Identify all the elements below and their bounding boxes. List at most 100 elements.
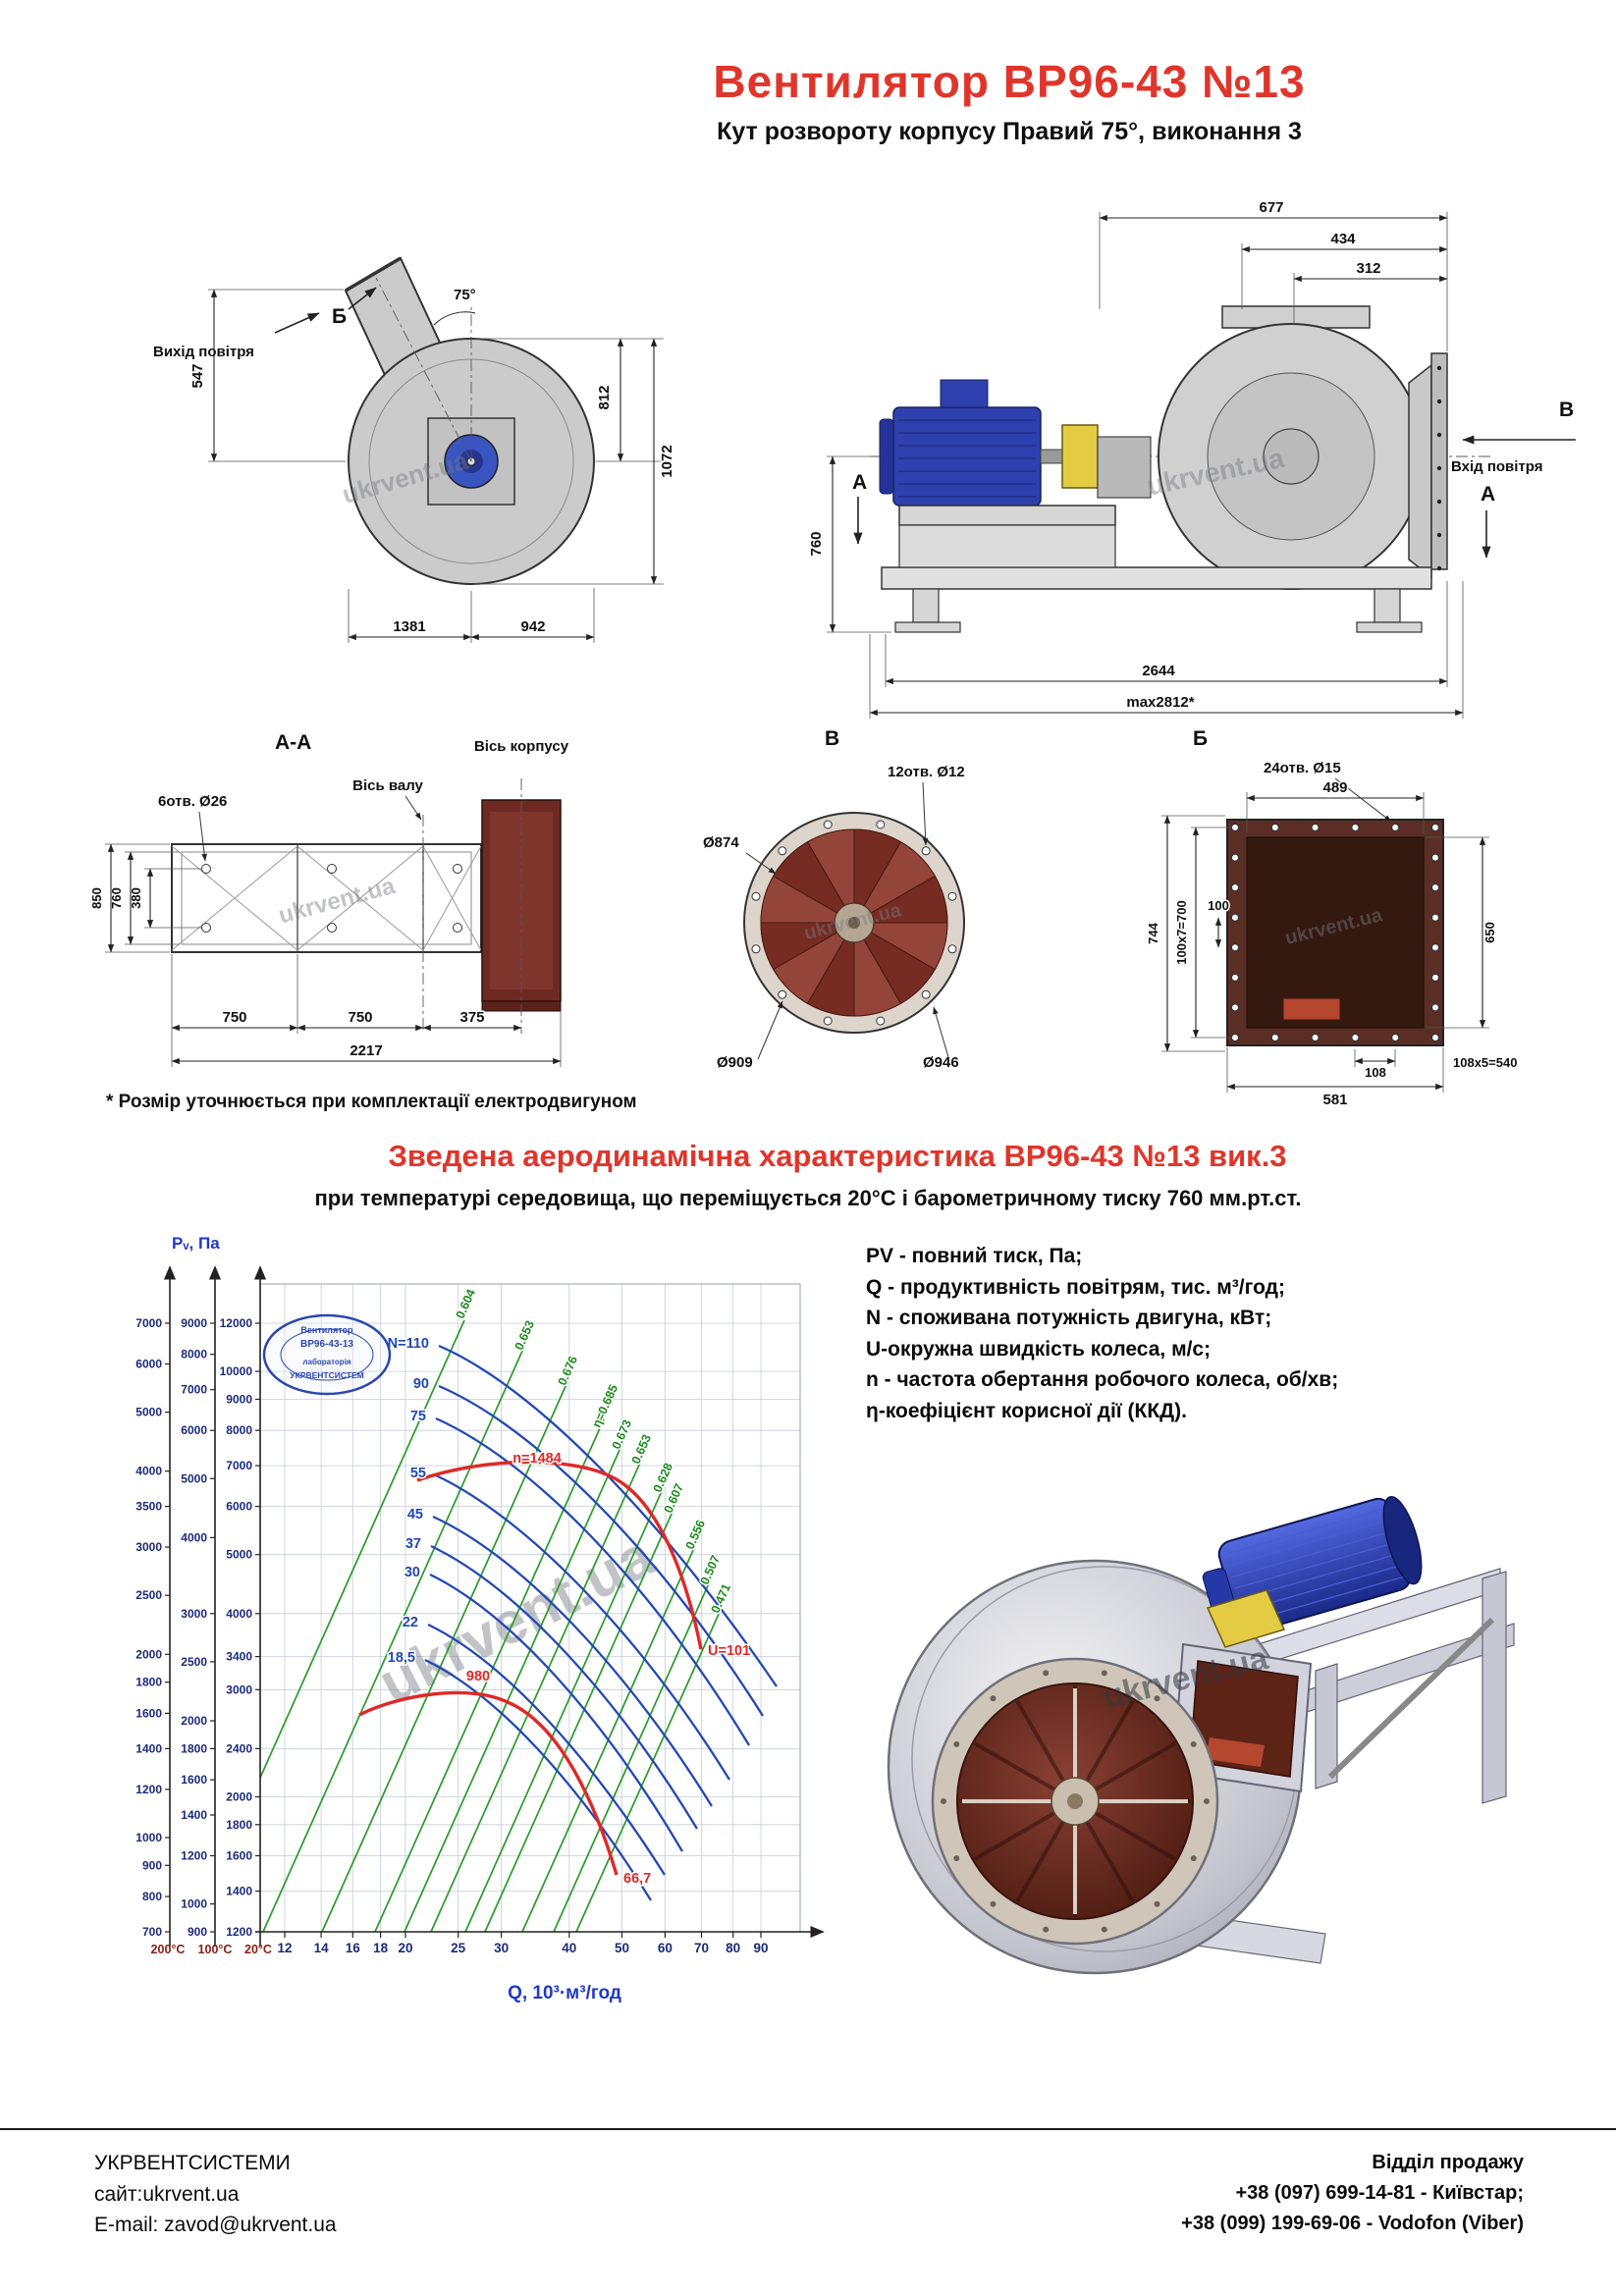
inlet-ring-bolts [941, 1670, 1210, 1933]
legend-line: U-окружна швидкість колеса, м/с; [866, 1337, 1212, 1361]
stamp-text: УКРВЕНТСИСТЕМ [290, 1370, 363, 1380]
base-foot [1356, 621, 1423, 633]
fan-3d-render: ukrvent.ua [887, 1496, 1515, 1975]
bolt-hole [876, 1016, 886, 1026]
bolt-hole [876, 820, 886, 829]
view-v-title: В [825, 727, 839, 750]
svg-text:100х7=700: 100х7=700 [1174, 900, 1189, 964]
phone-1: +38 (097) 699-14-81 - Київстар; [1235, 2182, 1524, 2204]
holes-label: 12отв. Ø12 [888, 764, 965, 780]
bolt-hole [1231, 1034, 1239, 1041]
inlet-flange-bolts [1436, 365, 1442, 571]
section-aa-title: А-А [275, 731, 311, 754]
y-tick-label: 7000 [135, 1316, 162, 1330]
housing-hub [1263, 428, 1320, 485]
section-aa-drawing: А-А Вісь корпусу Вісь валу [88, 730, 570, 1067]
inlet-collector [1408, 363, 1432, 579]
base-beam [881, 566, 1432, 590]
motor-terminal-box [940, 379, 989, 408]
bolt-hole [990, 1695, 997, 1702]
frame-section [171, 843, 482, 953]
bolt-hole [1311, 824, 1320, 831]
hub-center [848, 917, 860, 929]
y-tick-label: 1800 [181, 1741, 207, 1755]
y-tick-label: 1400 [181, 1808, 207, 1822]
dim-677: 677 [1099, 198, 1448, 351]
power-curve-label: 55 [410, 1466, 426, 1481]
bolt-hole [953, 1740, 960, 1747]
y-tick-label: 900 [188, 1925, 207, 1939]
coupling-guard [1061, 424, 1099, 489]
page-subtitle: Кут розвороту корпусу Правий 75°, викона… [717, 118, 1302, 145]
y-tick-label: 2000 [226, 1790, 252, 1804]
site-link: сайт:ukrvent.ua [94, 2182, 240, 2206]
bolt-hole [1351, 824, 1360, 831]
y-tick-label: 2400 [226, 1741, 252, 1755]
dim-750-750-375: 750 750 375 [171, 954, 522, 1034]
speed-curve-label: n=1484 [512, 1451, 562, 1467]
volute-view-drawing: Вихід повітря Б 75° 547 812 1072 [152, 256, 677, 643]
x-tick-label: 90 [753, 1941, 768, 1955]
frame-holes [201, 864, 462, 933]
power-curve-label: 75 [410, 1409, 426, 1424]
y-tick-label: 1200 [181, 1849, 207, 1863]
svg-text:650: 650 [1482, 922, 1497, 943]
fan-side-assembly [869, 305, 1492, 633]
temp-scale-label: 100°С [198, 1943, 233, 1956]
dim-108: 108 [1354, 1049, 1396, 1082]
bolt-hole [1431, 943, 1439, 952]
y-tick-label: 3000 [226, 1682, 252, 1696]
bolt-hole [1391, 824, 1400, 831]
dia-874-leader [745, 852, 777, 875]
dim-312: 312 [1293, 259, 1448, 324]
y-tick-label: 1200 [226, 1925, 252, 1939]
y-tick-label: 700 [142, 1925, 162, 1939]
air-out-arrow [274, 312, 320, 334]
bolt-hole [1231, 824, 1239, 831]
y-tick-label: 8000 [181, 1348, 207, 1362]
temp-scale-label: 200°С [151, 1943, 186, 1956]
y-tick-label: 1800 [135, 1676, 162, 1689]
bolt-hole [1431, 853, 1439, 862]
side-view-drawing: 677 434 312 760 2644 max2812* [807, 198, 1576, 719]
y-tick-label: 800 [142, 1890, 162, 1903]
tip-speed-label: 66,7 [623, 1871, 651, 1887]
footer: УКРВЕНТСИСТЕМИ сайт:ukrvent.ua E-mail: z… [0, 2128, 1616, 2296]
y-tick-label: 3400 [226, 1650, 252, 1664]
x-tick-label: 20 [398, 1941, 412, 1955]
shaft [1040, 449, 1063, 464]
dim-100: 100 [1207, 897, 1230, 948]
efficiency-label: 0.653 [629, 1432, 655, 1466]
stamp-text: Вентилятор [300, 1325, 353, 1335]
footer-sales: Відділ продажу +38 (097) 699-14-81 - Киї… [1181, 2148, 1524, 2239]
x-tick-label: 12 [277, 1941, 292, 1955]
dim-581: 581 [1226, 1047, 1444, 1110]
curve-labels: N=110 90 75 55 45 37 30 22 18,5 0.604 0.… [386, 1286, 751, 1889]
x-axis-label: Q, 10³·м³/год [508, 1983, 621, 2003]
outlet-flange-edge [345, 256, 402, 293]
flange-bolts [751, 820, 957, 1026]
power-curve-label: 37 [405, 1536, 421, 1552]
y-tick-label: 8000 [226, 1423, 252, 1437]
stamp-text: лабораторія [302, 1358, 351, 1366]
efficiency-label: 0.673 [610, 1417, 635, 1451]
power-curve-label: N=110 [388, 1336, 429, 1352]
aero-section-title: Зведена аеродинамічна характеристика ВР9… [388, 1139, 1287, 1173]
svg-text:942: 942 [520, 618, 545, 635]
motor-pedestal [898, 505, 1116, 526]
efficiency-lines [259, 1319, 721, 1933]
bolt-hole [1431, 1003, 1439, 1012]
efficiency-label: 0.556 [683, 1518, 709, 1551]
x-tick-label: 30 [494, 1941, 509, 1955]
axis-shaft-leader [404, 795, 422, 821]
aerodynamic-chart: ukrvent.ua [135, 1234, 825, 2003]
bolt-hole [751, 891, 761, 901]
y-tick-label: 10000 [220, 1364, 253, 1378]
svg-text:2644: 2644 [1142, 663, 1175, 679]
bolt-hole [751, 944, 761, 954]
laboratory-stamp: Вентилятор ВР96-43-13 лабораторія УКРВЕН… [262, 1313, 392, 1396]
power-curve-label: 22 [403, 1615, 418, 1630]
dim-434: 434 [1241, 230, 1448, 309]
